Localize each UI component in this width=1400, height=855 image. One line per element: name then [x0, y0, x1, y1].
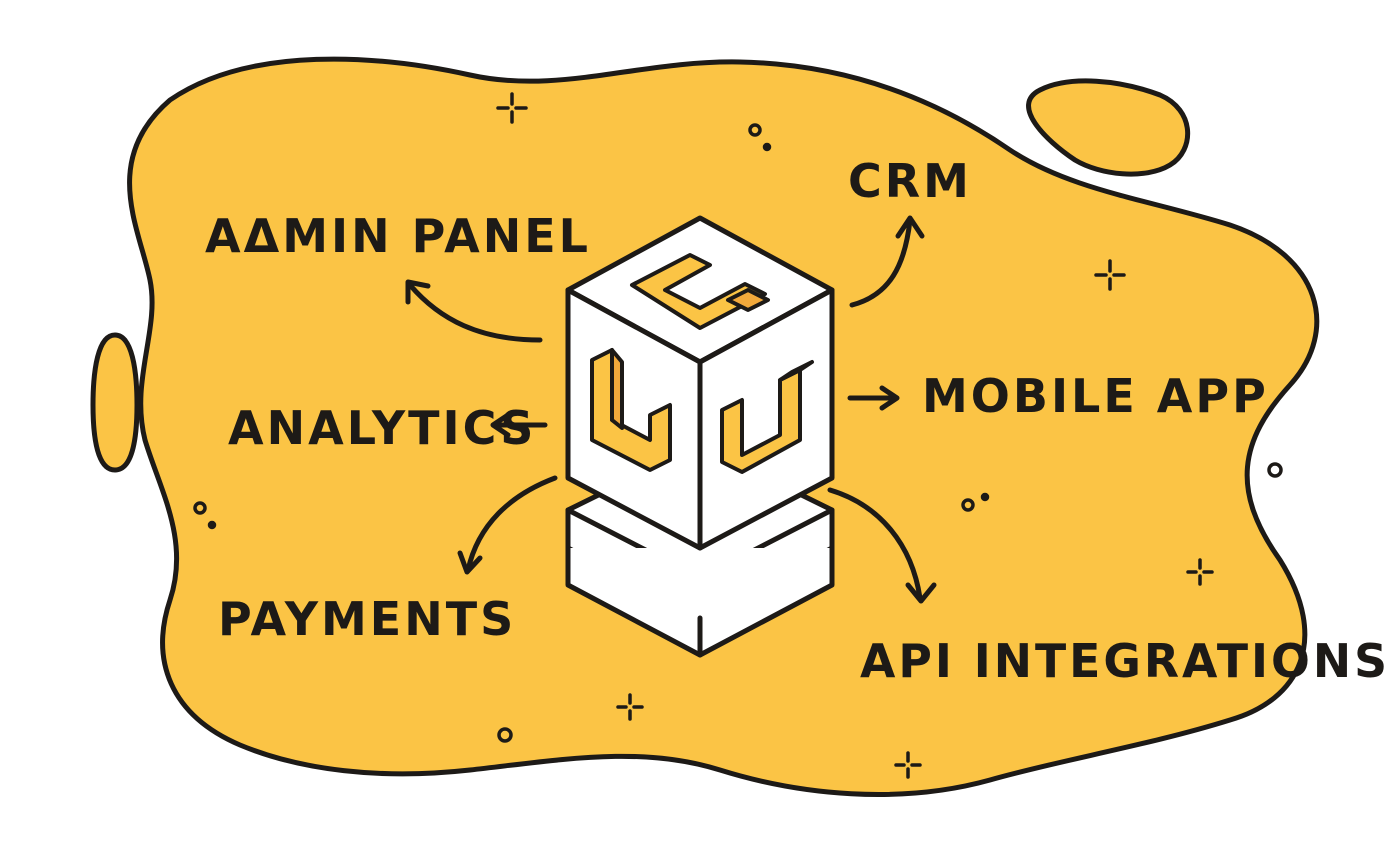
- dot-icon: [497, 727, 513, 743]
- label-analytics: ANALYTICS: [228, 401, 536, 455]
- letter-v-cube-icon: [565, 215, 835, 551]
- arrow-to-api-integrations: [827, 487, 937, 604]
- small-blob-left: [90, 332, 140, 473]
- sparkle-icon: [616, 693, 644, 721]
- label-payments: PAYMENTS: [218, 592, 516, 646]
- label-mobile-app: MOBILE APP: [922, 369, 1269, 423]
- label-api-integrations: API INTEGRATIONS: [860, 634, 1390, 688]
- dot-icon: [1267, 462, 1283, 478]
- sparkle-icon: [496, 92, 528, 124]
- dot-icon: [193, 501, 217, 530]
- label-admin-panel: AΔMIN PANEL: [205, 209, 591, 263]
- arrow-to-payments: [457, 475, 558, 575]
- small-blob-top-right: [1026, 78, 1191, 177]
- dot-icon: [961, 492, 990, 512]
- arrow-to-admin-panel: [405, 279, 543, 343]
- sparkle-icon: [894, 751, 922, 779]
- arrow-to-analytics: [490, 412, 548, 438]
- sparkle-icon: [1094, 259, 1126, 291]
- dot-icon: [748, 123, 772, 152]
- label-crm: CRM: [848, 154, 972, 208]
- sparkle-icon: [1186, 558, 1214, 586]
- arrow-to-crm: [849, 215, 925, 308]
- arrow-to-mobile-app: [847, 385, 900, 411]
